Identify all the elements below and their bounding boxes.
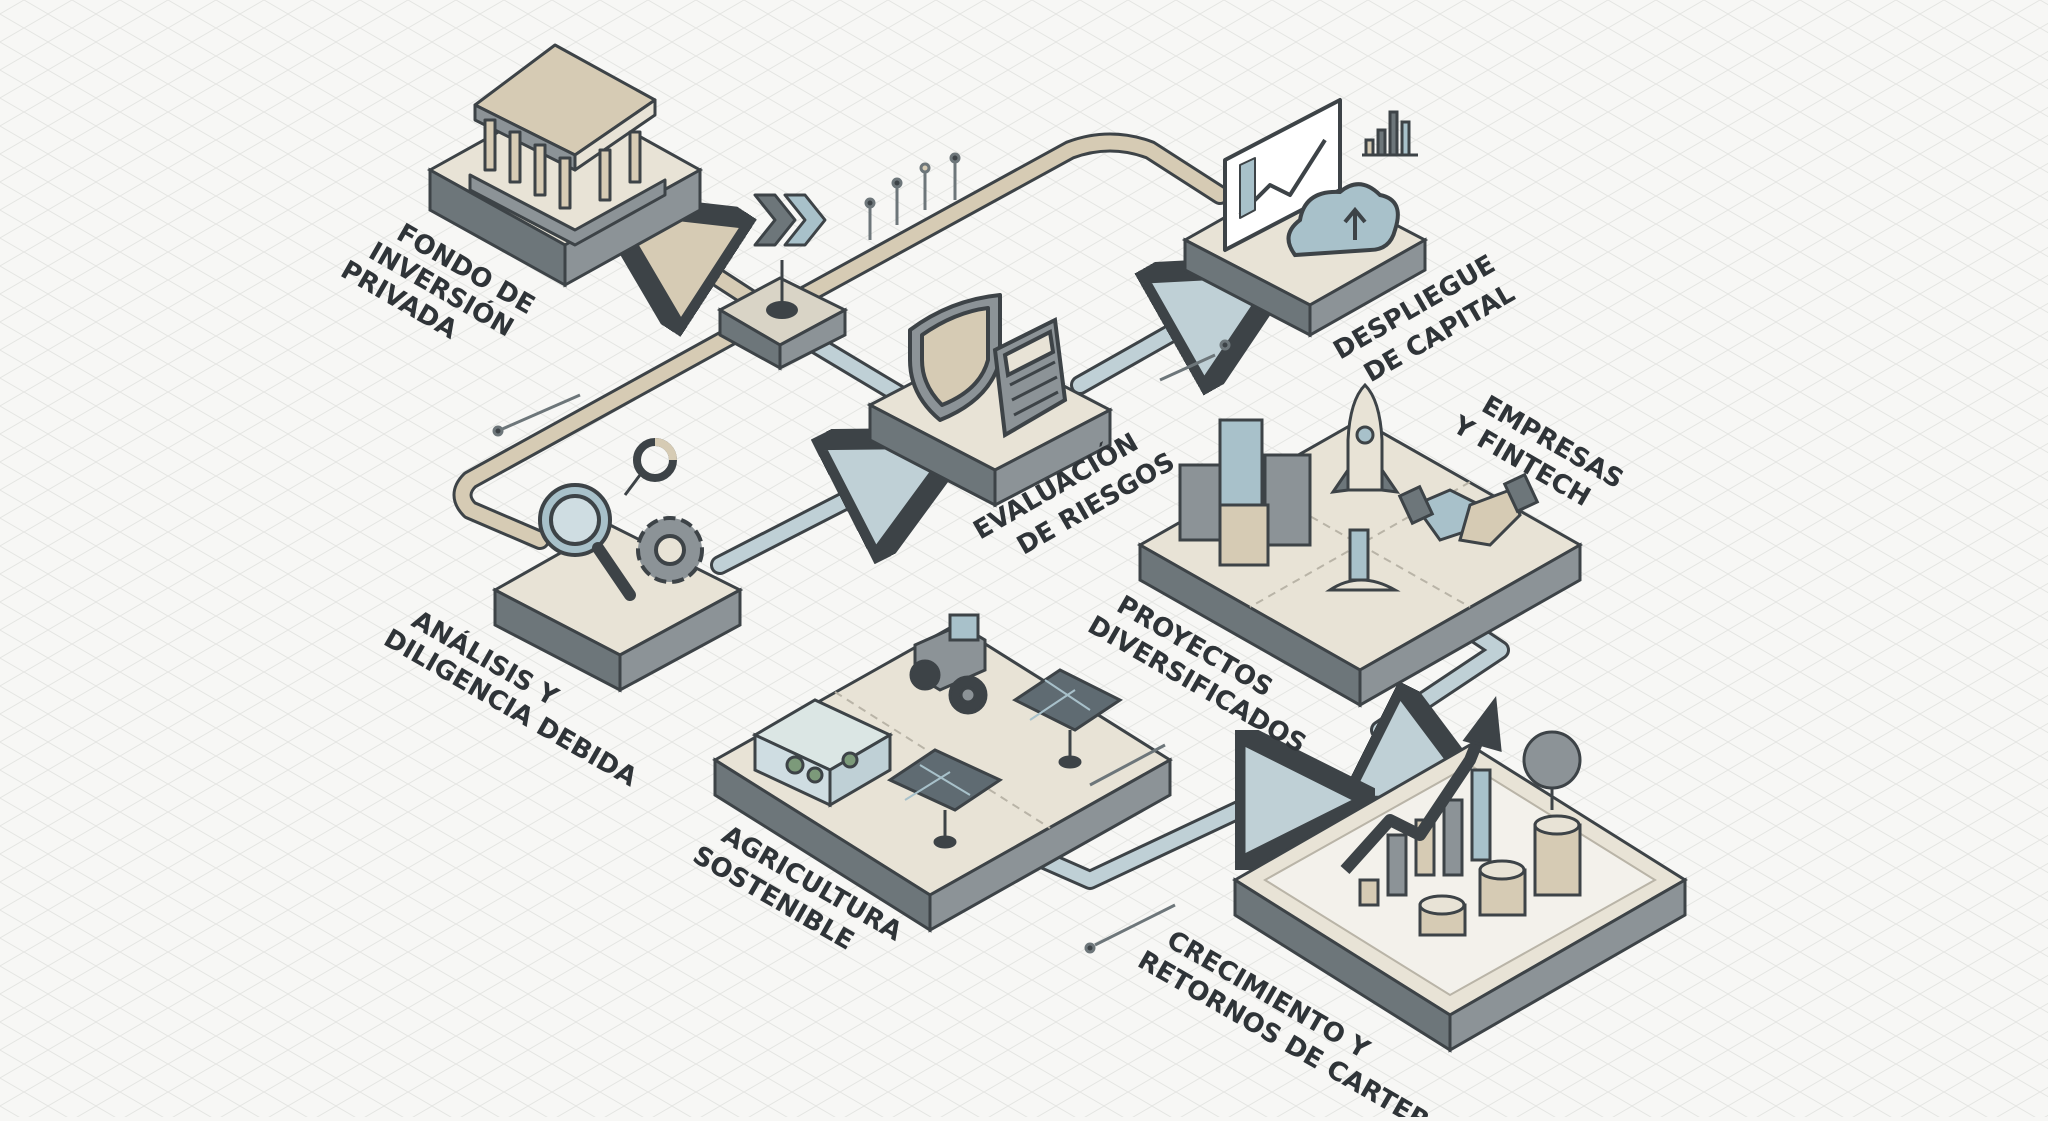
gear-icon bbox=[636, 516, 704, 584]
monitor-chart-icon bbox=[1223, 98, 1342, 252]
donut-icon bbox=[623, 438, 677, 496]
solar-panel-icon bbox=[1012, 668, 1123, 769]
greenhouse-icon bbox=[751, 698, 894, 808]
bank-icon bbox=[468, 43, 667, 247]
tractor-icon bbox=[909, 613, 988, 715]
buildings-icon bbox=[1178, 418, 1312, 567]
connector-paths bbox=[452, 132, 1501, 890]
platform-analisis bbox=[491, 523, 744, 693]
magnifier-icon bbox=[538, 483, 636, 601]
coins-icon bbox=[1418, 814, 1582, 937]
solar-panel-icon bbox=[886, 748, 1004, 849]
platform-hub bbox=[716, 260, 849, 371]
rocket-icon bbox=[1325, 382, 1401, 592]
growth-chart-icon bbox=[1340, 696, 1502, 907]
shield-icon bbox=[908, 293, 1002, 422]
chevron-icon bbox=[753, 193, 827, 247]
calculator-icon bbox=[992, 316, 1068, 439]
tree-icon bbox=[1522, 730, 1582, 810]
cloud-upload-icon bbox=[1286, 182, 1400, 258]
handshake-icon bbox=[1397, 472, 1540, 547]
decorative-dots bbox=[492, 152, 1231, 954]
bar-chart-icon bbox=[1362, 110, 1418, 157]
